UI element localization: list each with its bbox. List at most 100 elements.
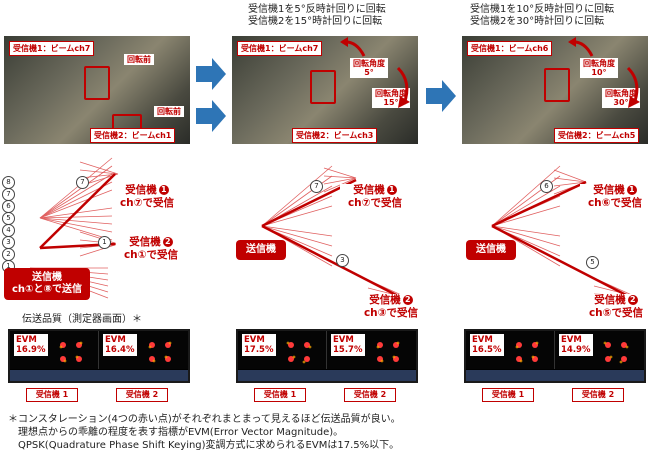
highlight-ring bbox=[544, 68, 570, 102]
rx1-number-badge: 1 bbox=[386, 185, 397, 195]
rotation-arrow-icon bbox=[626, 66, 640, 108]
analyzer-status-bar bbox=[10, 370, 188, 381]
rx1-title: 受信機 bbox=[125, 184, 157, 196]
rotation-angle-text: 回転角度 10° bbox=[583, 59, 615, 77]
evm-label: EVM bbox=[561, 335, 582, 345]
beam-diagram-panel-3 bbox=[491, 165, 635, 303]
evm-label: EVM bbox=[105, 335, 126, 345]
rotation-arrow-icon bbox=[568, 37, 594, 57]
evm-value: 17.5% bbox=[244, 345, 274, 355]
panel2-caption-line1: 受信機1を5°反時計回りに回転 bbox=[248, 4, 386, 15]
rx2-channel: ch①で受信 bbox=[123, 249, 179, 261]
rx2-title: 受信機 bbox=[594, 294, 626, 306]
beam-channel-marker: 7 bbox=[310, 180, 323, 193]
panel2-caption-line2: 受信機2を15°時計回りに回転 bbox=[248, 16, 383, 27]
constellation-plot bbox=[148, 341, 172, 363]
tx-box: 送信機 bbox=[466, 240, 516, 260]
rotation-arrow-icon bbox=[396, 66, 410, 108]
constellation-plot bbox=[603, 341, 629, 364]
evm-label: EVM bbox=[472, 335, 493, 345]
beam-channel-marker: 3 bbox=[336, 254, 349, 267]
rx1-title: 受信機 bbox=[353, 184, 385, 196]
analyzer-status-bar bbox=[466, 370, 644, 381]
rx2-beam-label: 受信機2：ビームch1 bbox=[90, 128, 176, 143]
photo-panel-2: 受信機1：ビームch7 回転角度 5° 回転角度 15° 受信機2：ビームch3 bbox=[232, 36, 418, 144]
before-rotation-label: 回転前 bbox=[154, 106, 184, 117]
beam-channel-marker: 1 bbox=[98, 236, 111, 249]
rx2-beam-label: 受信機2：ビームch3 bbox=[292, 128, 378, 143]
rx1-channel: ch⑥で受信 bbox=[587, 197, 643, 209]
rx2-channel: ch⑤で受信 bbox=[588, 307, 644, 319]
constellation-plot bbox=[376, 341, 400, 363]
scope-rx2-label: 受信機 2 bbox=[116, 388, 168, 402]
tx-channels: ch①と⑧で送信 bbox=[12, 284, 82, 295]
beam-channel-marker: 6 bbox=[540, 180, 553, 193]
rx1-channel: ch⑦で受信 bbox=[119, 197, 175, 209]
constellation-plot bbox=[515, 341, 539, 363]
evm-value: 16.5% bbox=[472, 345, 502, 355]
rx2-channel: ch③で受信 bbox=[363, 307, 419, 319]
highlight-ring bbox=[310, 70, 336, 104]
evm-label: EVM bbox=[16, 335, 37, 345]
quality-caption: 伝送品質（測定器画面）＊ bbox=[22, 314, 142, 325]
footnote-line: 理想点からの乖離の程度を表す指標がEVM(Error Vector Magnit… bbox=[18, 427, 344, 438]
evm-value: 14.9% bbox=[561, 345, 591, 355]
scope-rx1-label: 受信機 1 bbox=[26, 388, 78, 402]
scope-rx1-label: 受信機 1 bbox=[482, 388, 534, 402]
rx1-title: 受信機 bbox=[593, 184, 625, 196]
before-rotation-label: 回転前 bbox=[124, 54, 154, 65]
evm-value: 15.7% bbox=[333, 345, 363, 355]
rx2-number-badge: 2 bbox=[627, 295, 638, 305]
rotation-angle-label: 回転角度 10° bbox=[580, 58, 618, 78]
beam-diagram-panel-2 bbox=[261, 165, 409, 305]
scope-rx2-label: 受信機 2 bbox=[344, 388, 396, 402]
rotation-angle-text: 回転角度 15° bbox=[375, 89, 407, 107]
beam-channel-marker: 7 bbox=[76, 176, 89, 189]
highlight-ring bbox=[84, 66, 110, 100]
step-arrow-icon bbox=[426, 80, 456, 112]
rotation-angle-label: 回転角度 5° bbox=[350, 58, 388, 78]
evm-value: 16.4% bbox=[105, 345, 135, 355]
rotation-angle-text: 回転角度 5° bbox=[353, 59, 385, 77]
constellation-plot bbox=[59, 341, 83, 363]
footnote: ＊コンスタレーション(4つの赤い点)がそれぞれまとまって見えるほど伝送品質が良い… bbox=[8, 413, 401, 452]
step-arrow-icon bbox=[196, 58, 226, 90]
photo-panel-3: 受信機1：ビームch6 回転角度 10° 回転角度 30° 受信機2：ビームch… bbox=[462, 36, 648, 144]
tx-title: 送信機 bbox=[32, 272, 62, 283]
rx1-beam-label: 受信機1：ビームch7 bbox=[9, 41, 95, 56]
constellation-plot bbox=[286, 341, 312, 364]
rx1-number-badge: 1 bbox=[158, 185, 169, 195]
tx-box: 送信機 ch①と⑧で送信 bbox=[4, 268, 90, 300]
evm-label: EVM bbox=[333, 335, 354, 345]
rx2-number-badge: 2 bbox=[402, 295, 413, 305]
tx-title: 送信機 bbox=[246, 244, 276, 255]
rx2-number-badge: 2 bbox=[162, 237, 173, 247]
rotation-angle-text: 回転角度 30° bbox=[605, 89, 637, 107]
beam-channel-marker: 5 bbox=[586, 256, 599, 269]
rx2-title: 受信機 bbox=[129, 236, 161, 248]
footnote-line: ＊コンスタレーション(4つの赤い点)がそれぞれまとまって見えるほど伝送品質が良い… bbox=[8, 414, 401, 425]
rx1-beam-label: 受信機1：ビームch7 bbox=[237, 41, 323, 56]
step-arrow-icon bbox=[196, 100, 226, 132]
panel3-caption-line1: 受信機1を10°反時計回りに回転 bbox=[470, 4, 615, 15]
rx1-number-badge: 1 bbox=[626, 185, 637, 195]
footnote-line: QPSK(Quadrature Phase Shift Keying)変調方式に… bbox=[18, 440, 400, 451]
scope-rx1-label: 受信機 1 bbox=[254, 388, 306, 402]
tx-box: 送信機 bbox=[236, 240, 286, 260]
